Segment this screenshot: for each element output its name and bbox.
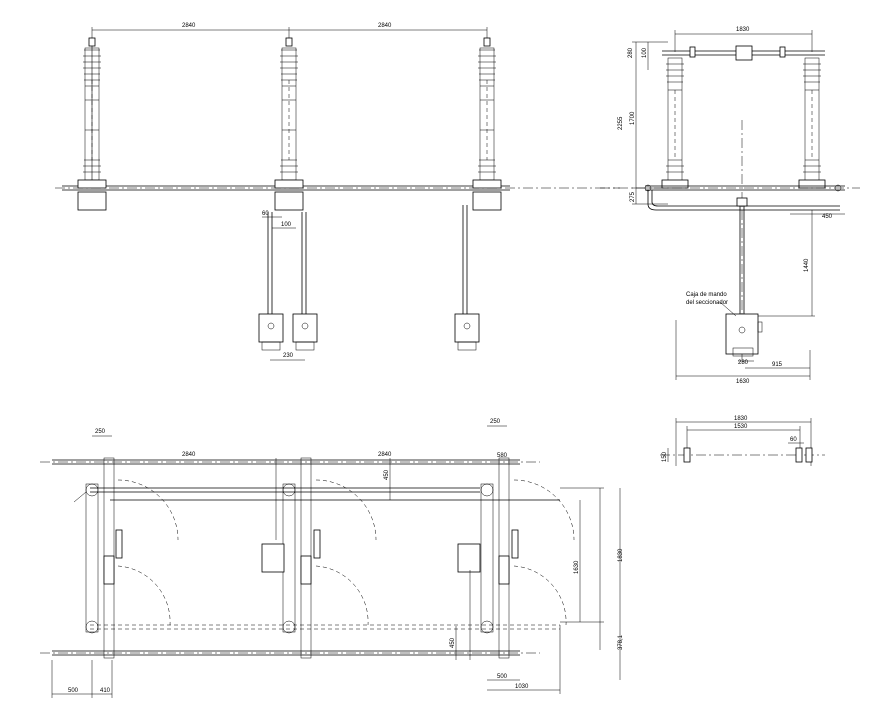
dim-60: 60: [262, 211, 269, 217]
dim-plan-580: 580: [497, 453, 508, 459]
dim-plan-378: 378,1: [618, 634, 624, 650]
dim-span-left: 2840: [182, 23, 196, 29]
dim-side-1700: 1700: [630, 111, 636, 125]
detail-plan-view: 1830 1530 60 150: [660, 416, 825, 466]
dim-plan-410: 410: [100, 688, 111, 694]
dim-detail-60: 60: [790, 437, 797, 443]
dim-plan-1830: 1830: [618, 548, 624, 562]
dim-plan-450-top: 450: [384, 469, 390, 480]
dim-plan-450-bottom: 450: [450, 637, 456, 648]
dim-plan-250a: 250: [95, 429, 106, 435]
side-elevation-view: 1830 280 100 2255 1700 275: [600, 27, 860, 385]
control-box: [725, 313, 763, 357]
drive-box-3: [454, 313, 480, 351]
side-insulator-left: [661, 57, 689, 189]
control-box-label-line2: del seccionador: [686, 300, 728, 306]
dim-side-1630: 1630: [736, 379, 750, 385]
dim-detail-1530: 1530: [734, 424, 748, 430]
dim-detail-150: 150: [662, 451, 668, 462]
dim-plan-250b: 250: [490, 419, 501, 425]
plan-phase-2: [261, 457, 377, 659]
front-elevation-view: 2840 2840: [55, 23, 620, 361]
dim-span-right: 2840: [378, 23, 392, 29]
dim-plan-1630: 1630: [574, 560, 580, 574]
plan-phase-3: [457, 457, 575, 660]
dim-side-280: 280: [628, 47, 634, 58]
insulator-column-3: [472, 37, 502, 211]
drive-box-1: [258, 313, 284, 351]
dim-side-280b: 280: [738, 360, 749, 366]
dim-detail-1830: 1830: [734, 416, 748, 422]
dim-plan-2840a: 2840: [182, 452, 196, 458]
dim-side-275: 275: [630, 191, 636, 202]
plan-view: 250 250 2840 2840 580: [40, 419, 624, 698]
dim-side-915: 915: [772, 362, 783, 368]
dim-plan-500b: 500: [497, 674, 508, 680]
dim-230: 230: [283, 353, 294, 359]
insulator-column-2: [274, 37, 304, 211]
dim-side-450: 450: [822, 214, 833, 220]
side-insulator-right: [798, 57, 826, 189]
control-box-label-line1: Caja de mando: [686, 292, 727, 298]
dim-side-100: 100: [642, 47, 648, 58]
plan-phase-1: [73, 457, 179, 659]
dim-plan-2840b: 2840: [378, 452, 392, 458]
drive-box-2: [292, 313, 318, 351]
dim-100: 100: [281, 222, 292, 228]
dim-side-1830: 1830: [736, 27, 750, 33]
dim-plan-500a: 500: [68, 688, 79, 694]
dim-plan-1030: 1030: [515, 684, 529, 690]
dim-side-1440: 1440: [804, 258, 810, 272]
dim-side-2255: 2255: [618, 116, 624, 130]
insulator-column-1: [77, 37, 107, 211]
